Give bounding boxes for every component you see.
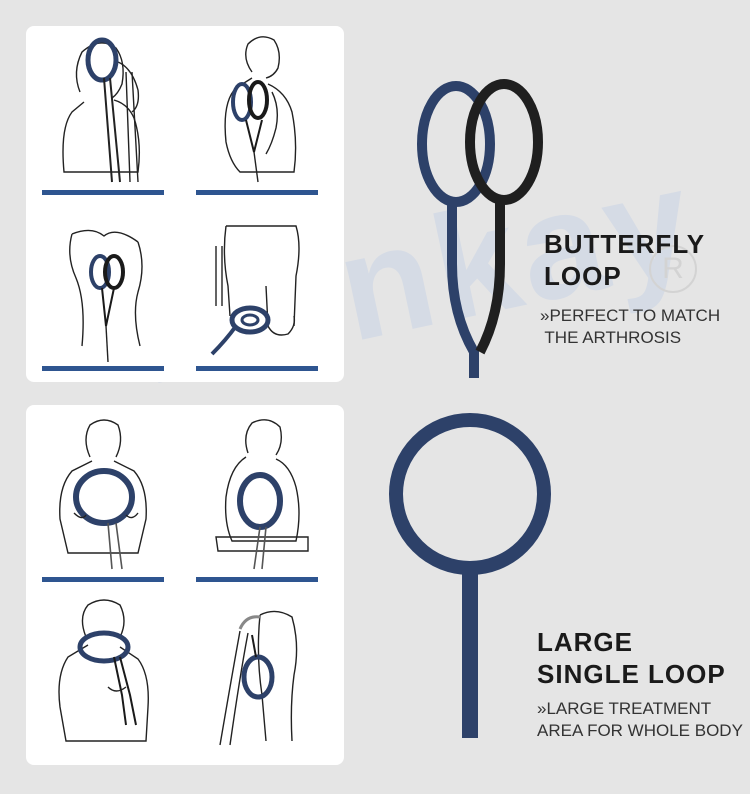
butterfly-desc-line1: »PERFECT TO MATCH xyxy=(540,306,721,325)
divider-bar xyxy=(196,577,318,582)
divider-bar xyxy=(42,577,164,582)
single-loop-image xyxy=(385,410,555,745)
usage-illustration-foot xyxy=(196,216,318,366)
butterfly-title-line1: BUTTERFLY xyxy=(544,229,706,259)
usage-illustration-neck xyxy=(42,595,164,753)
usage-illustration-abdomen xyxy=(42,413,164,571)
divider-bar xyxy=(196,190,318,195)
usage-illustration-knee xyxy=(42,216,164,366)
butterfly-loop-image xyxy=(416,78,546,385)
usage-illustration-shoulder xyxy=(196,32,318,190)
usage-illustration-leg xyxy=(196,595,318,753)
usage-illustration-back xyxy=(196,413,318,571)
butterfly-loop-usage-panel xyxy=(26,26,344,382)
butterfly-title-line2: LOOP xyxy=(544,261,622,291)
single-loop-usage-panel xyxy=(26,405,344,765)
divider-bar xyxy=(42,190,164,195)
usage-illustration-head xyxy=(42,32,164,190)
butterfly-loop-description: »PERFECT TO MATCH THE ARTHROSIS xyxy=(540,305,720,349)
butterfly-desc-line2: THE ARTHROSIS xyxy=(540,328,682,347)
butterfly-loop-title: BUTTERFLY LOOP xyxy=(544,228,705,292)
single-desc-line2: AREA FOR WHOLE BODY xyxy=(537,721,743,740)
divider-bar xyxy=(196,366,318,371)
single-title-line2: SINGLE LOOP xyxy=(537,659,726,689)
single-loop-title: LARGE SINGLE LOOP xyxy=(537,626,726,690)
registered-trademark-icon: R xyxy=(649,245,697,293)
single-loop-description: »LARGE TREATMENT AREA FOR WHOLE BODY xyxy=(537,698,743,742)
single-title-line1: LARGE xyxy=(537,627,633,657)
single-desc-line1: »LARGE TREATMENT xyxy=(537,699,712,718)
divider-bar xyxy=(42,366,164,371)
